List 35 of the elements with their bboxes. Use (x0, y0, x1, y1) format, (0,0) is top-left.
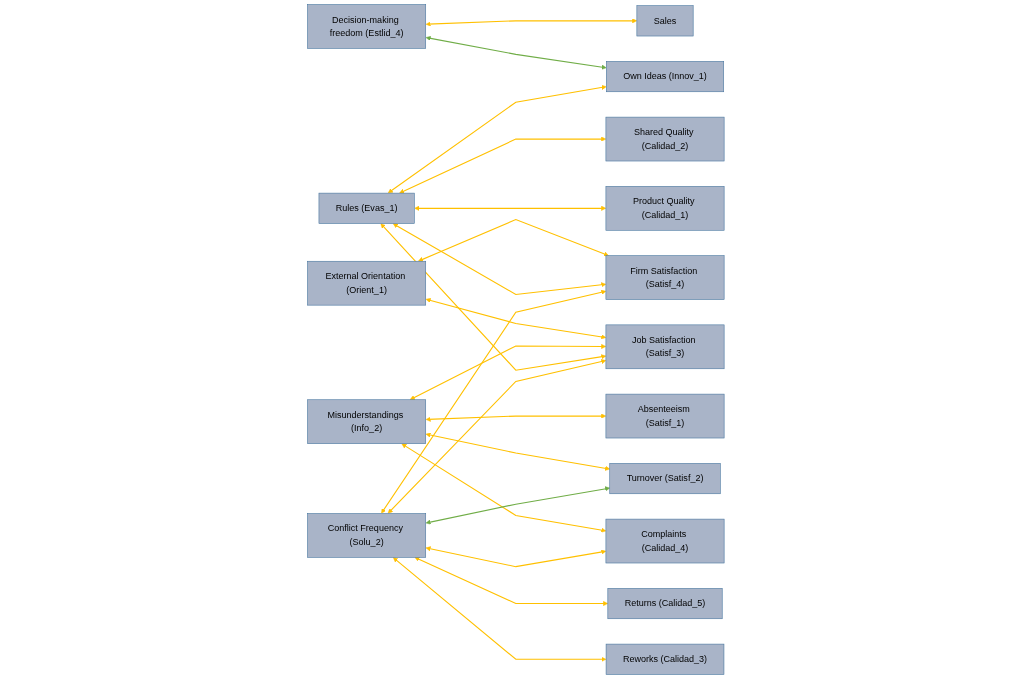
node-box: Job Satisfaction (Satisf_3) (605, 324, 725, 370)
arrow (425, 35, 607, 70)
arrow (425, 546, 606, 568)
arrow (401, 443, 606, 533)
node-box: Absenteeism (Satisf_1) (605, 393, 725, 439)
arrow (413, 205, 606, 211)
node-box: Misunderstandings (Info_2) (306, 399, 426, 444)
node-box: External Orientation (Orient_1) (306, 260, 426, 306)
arrow (392, 223, 606, 296)
node-box: Firm Satisfaction (Satisf_4) (605, 255, 725, 300)
node-box: Product Quality (Calidad_1) (605, 186, 725, 231)
node-box: Own Ideas (Innov_1) (605, 61, 724, 93)
node-box: Shared Quality (Calidad_2) (605, 116, 725, 162)
node-box: Conflict Frequency (Solu_2) (306, 513, 426, 558)
arrow (409, 344, 606, 400)
arrow (414, 557, 608, 607)
arrow (417, 218, 609, 262)
arrow (380, 289, 606, 514)
arrow (425, 432, 610, 471)
arrow (425, 413, 606, 422)
arrow (425, 18, 637, 27)
arrow (387, 84, 607, 194)
node-box: Turnover (Satisf_2) (609, 463, 721, 495)
node-box: Rules (Evas_1) (318, 192, 415, 224)
node-box: Decision-making freedom (Estlid_4) (306, 4, 426, 49)
node-box: Reworks (Calidad_3) (605, 643, 724, 675)
arrow (387, 359, 606, 514)
node-box: Complaints (Calidad_4) (605, 518, 725, 564)
arrow (399, 136, 606, 194)
arrow (425, 298, 606, 340)
arrow (392, 557, 606, 662)
arrow (425, 486, 610, 525)
node-box: Sales (636, 5, 694, 37)
arrow (380, 223, 606, 371)
node-box: Returns (Calidad_5) (607, 588, 723, 620)
